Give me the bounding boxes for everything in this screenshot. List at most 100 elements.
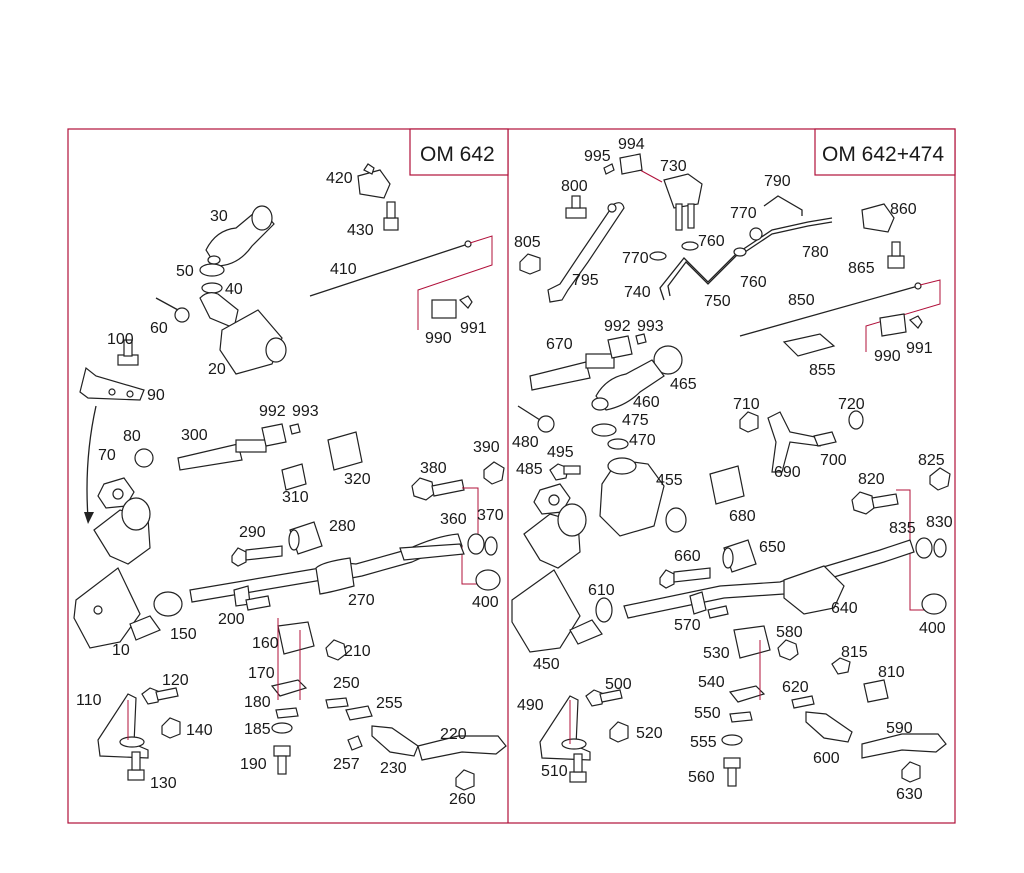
callout-815: 815 (841, 644, 868, 661)
panel-om642: OM 642 (73, 128, 509, 808)
callout-470: 470 (629, 432, 656, 449)
callout-730: 730 (660, 158, 687, 175)
callout-120: 120 (162, 672, 189, 689)
callout-400: 400 (472, 594, 499, 611)
callout-290: 290 (239, 524, 266, 541)
callout-485: 485 (516, 461, 543, 478)
callout-560: 560 (688, 769, 715, 786)
callout-255: 255 (376, 695, 403, 712)
callout-860: 860 (890, 201, 917, 218)
callout-50: 50 (176, 263, 194, 280)
callout-630: 630 (896, 786, 923, 803)
callout-855: 855 (809, 362, 836, 379)
callout-520: 520 (636, 725, 663, 742)
callout-140: 140 (186, 722, 213, 739)
callout-590: 590 (886, 720, 913, 737)
callout-80: 80 (123, 428, 141, 445)
callout-180: 180 (244, 694, 271, 711)
callout-825: 825 (918, 452, 945, 469)
callout-510: 510 (541, 763, 568, 780)
callout-380: 380 (420, 460, 447, 477)
callout-994: 994 (618, 136, 645, 153)
callout-760: 760 (698, 233, 725, 250)
callout-420: 420 (326, 170, 353, 187)
callout-400: 400 (919, 620, 946, 637)
callout-210: 210 (344, 643, 371, 660)
callout-993: 993 (292, 403, 319, 420)
callout-650: 650 (759, 539, 786, 556)
callout-390: 390 (473, 439, 500, 456)
parts-drawings-left (73, 163, 507, 791)
callout-170: 170 (248, 665, 275, 682)
callout-130: 130 (150, 775, 177, 792)
callout-90: 90 (147, 387, 165, 404)
callout-490: 490 (517, 697, 544, 714)
callout-993: 993 (637, 318, 664, 335)
callout-410: 410 (330, 261, 357, 278)
callout-992: 992 (259, 403, 286, 420)
callout-805: 805 (514, 234, 541, 251)
callout-310: 310 (282, 489, 309, 506)
callout-30: 30 (210, 208, 228, 225)
callout-995: 995 (584, 148, 611, 165)
callout-700: 700 (820, 452, 847, 469)
callout-465: 465 (670, 376, 697, 393)
callout-740: 740 (624, 284, 651, 301)
callout-40: 40 (225, 281, 243, 298)
callout-160: 160 (252, 635, 279, 652)
callout-865: 865 (848, 260, 875, 277)
callout-100: 100 (107, 331, 134, 348)
parts-drawings-right (511, 153, 951, 787)
panel-om642-474: OM 642+474 (511, 128, 956, 803)
callout-600: 600 (813, 750, 840, 767)
callout-790: 790 (764, 173, 791, 190)
callout-540: 540 (698, 674, 725, 691)
panel-title: OM 642 (420, 143, 495, 166)
callout-750: 750 (704, 293, 731, 310)
callout-500: 500 (605, 676, 632, 693)
callout-830: 830 (926, 514, 953, 531)
callout-200: 200 (218, 611, 245, 628)
callout-270: 270 (348, 592, 375, 609)
callout-495: 495 (547, 444, 574, 461)
callout-660: 660 (674, 548, 701, 565)
callout-220: 220 (440, 726, 467, 743)
callout-550: 550 (694, 705, 721, 722)
callout-360: 360 (440, 511, 467, 528)
callout-480: 480 (512, 434, 539, 451)
callout-150: 150 (170, 626, 197, 643)
callout-800: 800 (561, 178, 588, 195)
callout-690: 690 (774, 464, 801, 481)
callout-990: 990 (874, 348, 901, 365)
callout-475: 475 (622, 412, 649, 429)
panel-title-box (409, 128, 509, 176)
callout-850: 850 (788, 292, 815, 309)
callout-230: 230 (380, 760, 407, 777)
callout-370: 370 (477, 507, 504, 524)
callout-760: 760 (740, 274, 767, 291)
callout-992: 992 (604, 318, 631, 335)
panel-title-box (814, 128, 956, 176)
callout-820: 820 (858, 471, 885, 488)
callout-710: 710 (733, 396, 760, 413)
callout-280: 280 (329, 518, 356, 535)
callout-185: 185 (244, 721, 271, 738)
callout-260: 260 (449, 791, 476, 808)
callout-460: 460 (633, 394, 660, 411)
callout-60: 60 (150, 320, 168, 337)
callout-555: 555 (690, 734, 717, 751)
callout-680: 680 (729, 508, 756, 525)
callout-190: 190 (240, 756, 267, 773)
callout-455: 455 (656, 472, 683, 489)
callout-810: 810 (878, 664, 905, 681)
callout-530: 530 (703, 645, 730, 662)
callout-610: 610 (588, 582, 615, 599)
callout-430: 430 (347, 222, 374, 239)
diagram-frame (67, 128, 956, 824)
callout-110: 110 (76, 692, 102, 709)
callout-991: 991 (906, 340, 933, 357)
callout-20: 20 (208, 361, 226, 378)
callout-770: 770 (622, 250, 649, 267)
callout-450: 450 (533, 656, 560, 673)
